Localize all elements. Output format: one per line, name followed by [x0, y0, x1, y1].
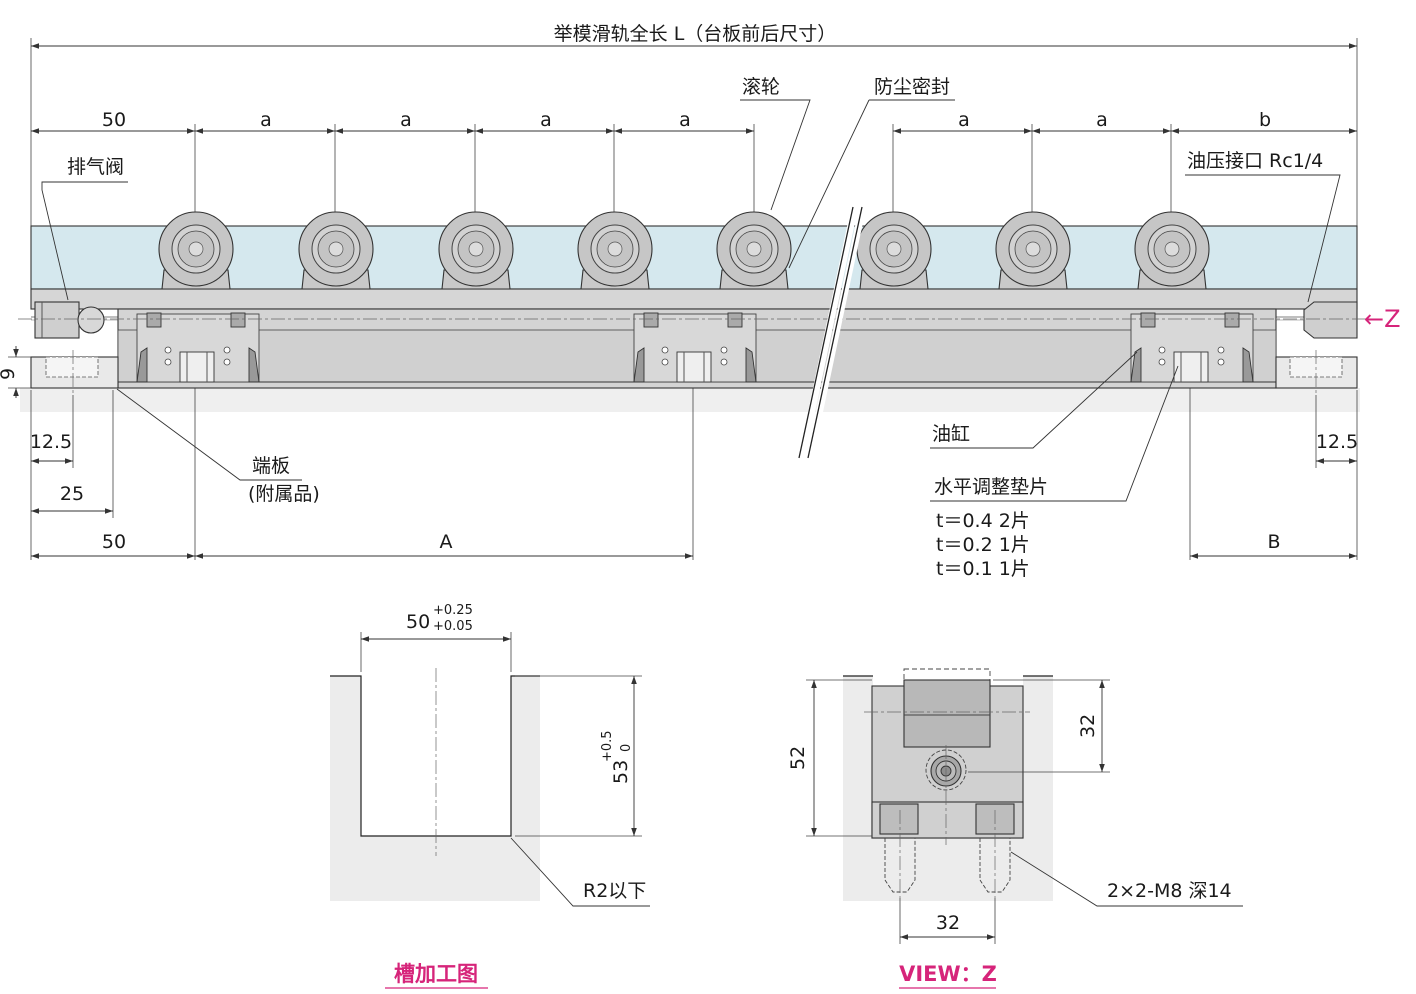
roller	[158, 211, 234, 290]
roller	[716, 211, 792, 290]
pitch-a-4: a	[679, 109, 691, 131]
total-length-label: 举模滑轨全长 L（台板前后尺寸）	[554, 23, 837, 45]
view-z-arrow: ←Z	[1364, 305, 1401, 333]
view-z-height-52: 52	[787, 746, 809, 770]
thread-label: 2×2-M8 深14	[1107, 880, 1232, 902]
cylinder-label: 油缸	[932, 423, 970, 445]
dim-12-5-right: 12.5	[1316, 431, 1358, 453]
main-side-view: 举模滑轨全长 L（台板前后尺寸） 50 a a a a a a b	[0, 22, 1401, 580]
view-z-width-32: 32	[936, 912, 960, 934]
shim-spec-3: t＝0.1 1片	[936, 558, 1030, 580]
roller	[298, 211, 374, 290]
hydraulic-port	[1303, 301, 1358, 339]
end-plate-left	[30, 350, 119, 395]
pitch-a-6: a	[1096, 109, 1108, 131]
roller	[577, 211, 653, 290]
end-plate-label: 端板	[252, 455, 290, 477]
view-z: 52 32 32 2×2-M8 深14 VIEW：Z	[787, 668, 1243, 989]
groove-view: 50 +0.25 +0.05 53 +0.5 0 R2以下 槽加工图	[330, 603, 650, 989]
dim-50-bottom: 50	[102, 531, 126, 553]
groove-width-tol-upper: +0.25	[433, 603, 473, 618]
groove-view-title: 槽加工图	[394, 962, 478, 986]
bolt-right	[979, 810, 1011, 898]
pitch-a-2: a	[400, 109, 412, 131]
cylinder-assembly	[1130, 312, 1254, 383]
pitch-a-1: a	[260, 109, 272, 131]
roller	[856, 211, 932, 290]
roller	[995, 211, 1071, 290]
roller-label: 滚轮	[742, 76, 780, 98]
height-9-dim: 9	[0, 346, 31, 398]
vent-valve	[34, 301, 105, 339]
groove-radius-label: R2以下	[583, 880, 646, 902]
height-9: 9	[0, 368, 19, 380]
cylinder-assembly	[633, 312, 757, 383]
pitch-a-3: a	[540, 109, 552, 131]
groove-depth-tol-upper: +0.5	[600, 730, 615, 762]
port-label: 油压接口 Rc1/4	[1187, 150, 1323, 172]
dim-25: 25	[60, 483, 84, 505]
end-plate-right	[1275, 350, 1358, 395]
pitch-a-5: a	[958, 109, 970, 131]
shim-spec-1: t＝0.4 2片	[936, 510, 1030, 532]
pitch-b: b	[1259, 109, 1271, 131]
groove-depth: 53	[610, 760, 632, 784]
shim-spec-2: t＝0.2 1片	[936, 534, 1030, 556]
view-z-height-32: 32	[1077, 714, 1099, 738]
vent-valve-label: 排气阀	[67, 156, 124, 178]
pitch-50: 50	[102, 109, 126, 131]
groove-depth-tol-lower: 0	[619, 744, 634, 752]
seal-label: 防尘密封	[874, 76, 950, 98]
groove-width-tol-lower: +0.05	[433, 619, 473, 634]
roller	[438, 211, 514, 290]
break-mark	[798, 206, 865, 459]
cylinder-assembly	[136, 312, 260, 383]
groove-width: 50	[406, 611, 430, 633]
roller	[1134, 211, 1210, 290]
dim-A: A	[440, 531, 453, 553]
shim-label: 水平调整垫片	[934, 476, 1048, 498]
dim-12-5-left: 12.5	[30, 431, 72, 453]
view-z-title: VIEW：Z	[899, 962, 997, 986]
rollers	[158, 211, 1210, 290]
pitch-dimensions: 50 a a a a a a b	[31, 109, 1357, 134]
dim-B: B	[1267, 531, 1280, 553]
bolt-left	[884, 810, 916, 898]
end-plate-sublabel: (附属品)	[248, 483, 320, 505]
